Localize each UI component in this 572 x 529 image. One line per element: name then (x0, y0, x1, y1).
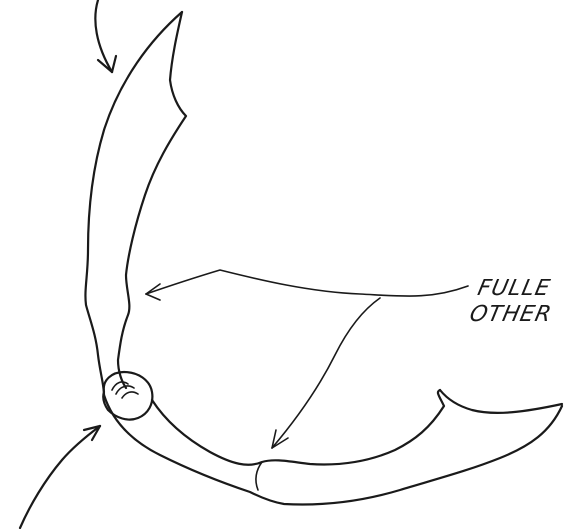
arrow-bottom (20, 426, 100, 528)
annotation-leaders (146, 270, 468, 448)
limb-outline (85, 12, 562, 504)
annotation-text-line-2: OTHER (467, 302, 554, 327)
arrow-top (95, 0, 116, 72)
annotation-text-line-1: FULLE (475, 276, 552, 301)
